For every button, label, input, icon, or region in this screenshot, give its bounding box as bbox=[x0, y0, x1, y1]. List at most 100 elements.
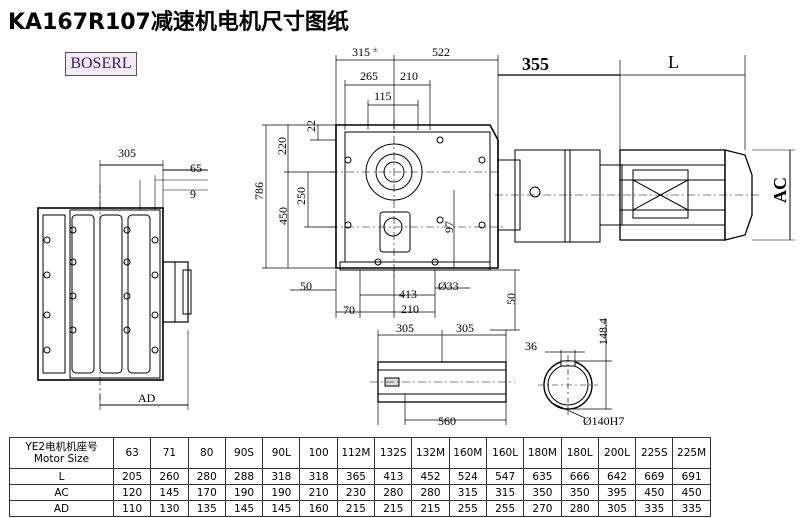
table-cell: 413 bbox=[374, 468, 413, 485]
table-cell: 318 bbox=[262, 468, 301, 485]
table-cell: 350 bbox=[523, 484, 562, 501]
dim-450: 450 bbox=[276, 207, 290, 225]
dim-50-right: 50 bbox=[504, 293, 518, 305]
dim-413: 413 bbox=[399, 287, 417, 301]
table-cell: 365 bbox=[336, 468, 376, 485]
table-cell: 395 bbox=[597, 484, 637, 501]
dim-50-left: 50 bbox=[300, 279, 312, 293]
dim-AD: AD bbox=[138, 391, 156, 405]
dim-70: 70 bbox=[343, 303, 355, 317]
page-title: KA167R107减速机电机尺寸图纸 bbox=[8, 10, 349, 35]
dim-36: 36 bbox=[525, 339, 537, 353]
side-view bbox=[37, 160, 208, 410]
table-cell: 170 bbox=[187, 484, 226, 501]
dim-560: 560 bbox=[438, 414, 456, 428]
table-cell: 255 bbox=[448, 500, 487, 517]
table-cell: 215 bbox=[336, 500, 376, 517]
table-cell: 120 bbox=[112, 484, 152, 501]
table-cell: 280 bbox=[560, 500, 599, 517]
table-cell: 666 bbox=[560, 468, 599, 485]
dim-115: 115 bbox=[374, 89, 392, 103]
dim-250: 250 bbox=[294, 187, 308, 205]
table-header-size: 160L bbox=[485, 437, 525, 469]
table-cell: 190 bbox=[224, 484, 264, 501]
table-cell: 110 bbox=[112, 500, 152, 517]
table-header-size: 132M bbox=[411, 437, 450, 469]
dim-315: 315 bbox=[352, 45, 370, 59]
table-cell: 450 bbox=[672, 484, 711, 501]
dim-97: 97 bbox=[442, 221, 456, 233]
table-cell: 135 bbox=[187, 500, 226, 517]
dim-phi33: Ø33 bbox=[438, 279, 459, 293]
table-cell: 280 bbox=[187, 468, 226, 485]
dim-148: 148.4 bbox=[596, 318, 610, 345]
table-cell: 642 bbox=[597, 468, 637, 485]
table-header-size: 180M bbox=[523, 437, 562, 469]
table-cell: 315 bbox=[448, 484, 487, 501]
table-cell: 315 bbox=[485, 484, 525, 501]
table-header-size: 160M bbox=[448, 437, 487, 469]
table-cell: 215 bbox=[411, 500, 450, 517]
table-cell: 450 bbox=[635, 484, 674, 501]
table-cell: 452 bbox=[411, 468, 450, 485]
table-header-size: 200L bbox=[597, 437, 637, 469]
table-cell: 230 bbox=[336, 484, 376, 501]
table-cell: 691 bbox=[672, 468, 711, 485]
table-cell: 669 bbox=[635, 468, 674, 485]
table-cell: 130 bbox=[150, 500, 189, 517]
table-cell: 145 bbox=[262, 500, 301, 517]
table-header-size: 112M bbox=[336, 437, 376, 469]
table-cell: 215 bbox=[374, 500, 413, 517]
dim-220: 220 bbox=[275, 137, 289, 155]
table-cell: 260 bbox=[150, 468, 189, 485]
dim-315-tol: ± bbox=[373, 45, 378, 54]
dim-210-bottom: 210 bbox=[401, 302, 419, 316]
table-row-label: AD bbox=[9, 500, 114, 517]
dim-305-side: 305 bbox=[118, 146, 136, 160]
table-cell: 350 bbox=[560, 484, 599, 501]
table-cell: 205 bbox=[112, 468, 152, 485]
table-cell: 335 bbox=[672, 500, 711, 517]
table-cell: 145 bbox=[224, 500, 264, 517]
dim-305-b: 305 bbox=[456, 321, 474, 335]
table-cell: 190 bbox=[262, 484, 301, 501]
table-cell: 280 bbox=[374, 484, 413, 501]
table-header-label: YE2电机机座号 Motor Size bbox=[9, 437, 114, 469]
table-header-size: 180L bbox=[560, 437, 599, 469]
dim-786: 786 bbox=[252, 182, 266, 200]
hollow-shaft-section bbox=[370, 330, 515, 425]
table-header-size: 100 bbox=[299, 437, 338, 469]
dim-22: 22 bbox=[304, 120, 318, 132]
table-header-size: 90L bbox=[262, 437, 301, 469]
table-cell: 524 bbox=[448, 468, 487, 485]
table-cell: 145 bbox=[150, 484, 189, 501]
technical-drawing: 305 65 9 AD bbox=[37, 45, 795, 428]
table-cell: 547 bbox=[485, 468, 525, 485]
dim-phi140: Ø140H7 bbox=[583, 414, 624, 428]
table-header-size: 132S bbox=[374, 437, 413, 469]
dim-AC: AC bbox=[770, 177, 790, 203]
dim-210-top: 210 bbox=[400, 69, 418, 83]
bore-end-view bbox=[538, 320, 612, 419]
header-label-en: Motor Size bbox=[33, 453, 90, 465]
table-cell: 305 bbox=[597, 500, 637, 517]
table-cell: 335 bbox=[635, 500, 674, 517]
table-row-label: AC bbox=[9, 484, 114, 501]
dim-265: 265 bbox=[360, 69, 378, 83]
table-cell: 160 bbox=[299, 500, 338, 517]
table-cell: 270 bbox=[523, 500, 562, 517]
table-header-size: 80 bbox=[187, 437, 226, 469]
table-cell: 280 bbox=[411, 484, 450, 501]
dim-9: 9 bbox=[190, 187, 196, 201]
front-view-gearbox bbox=[330, 120, 505, 280]
table-header-size: 63 bbox=[112, 437, 152, 469]
motor bbox=[495, 149, 795, 243]
dim-65: 65 bbox=[190, 161, 202, 175]
table-header-size: 225S bbox=[635, 437, 674, 469]
table-header-size: 90S bbox=[224, 437, 264, 469]
